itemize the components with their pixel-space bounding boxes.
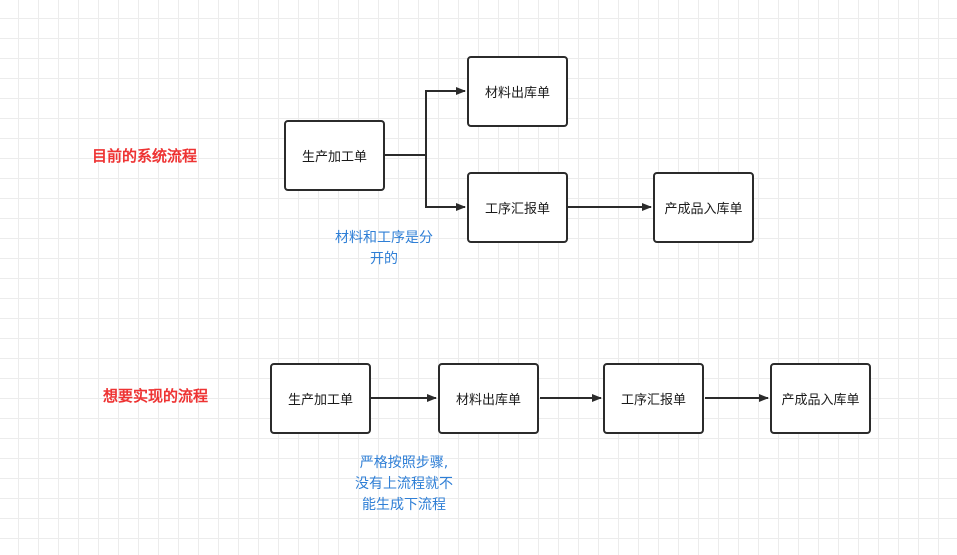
desired-flow-note: 严格按照步骤, 没有上流程就不 能生成下流程 <box>340 453 468 516</box>
current-process-report-node[interactable]: 工序汇报单 <box>467 172 568 243</box>
connector-production-to-material <box>385 87 466 156</box>
current-production-order-node[interactable]: 生产加工单 <box>284 120 385 191</box>
connector-production-to-process <box>425 155 466 211</box>
current-flow-note-line: 材料和工序是分 <box>335 230 433 246</box>
current-flow-note-line: 开的 <box>370 251 398 267</box>
desired-flow-label: 想要实现的流程 <box>103 387 209 405</box>
current-flow-note: 材料和工序是分 开的 <box>322 228 446 270</box>
desired-product-receipt-node[interactable]: 产成品入库单 <box>770 363 871 434</box>
desired-flow-note-line: 能生成下流程 <box>362 497 446 513</box>
current-product-receipt-node[interactable]: 产成品入库单 <box>653 172 754 243</box>
desired-process-report-node[interactable]: 工序汇报单 <box>603 363 704 434</box>
desired-flow-note-line: 严格按照步骤, <box>359 455 449 471</box>
desired-production-order-node[interactable]: 生产加工单 <box>270 363 371 434</box>
current-flow-label: 目前的系统流程 <box>92 147 198 165</box>
current-material-issue-node[interactable]: 材料出库单 <box>467 56 568 127</box>
desired-material-issue-node[interactable]: 材料出库单 <box>438 363 539 434</box>
desired-flow-note-line: 没有上流程就不 <box>355 476 453 492</box>
